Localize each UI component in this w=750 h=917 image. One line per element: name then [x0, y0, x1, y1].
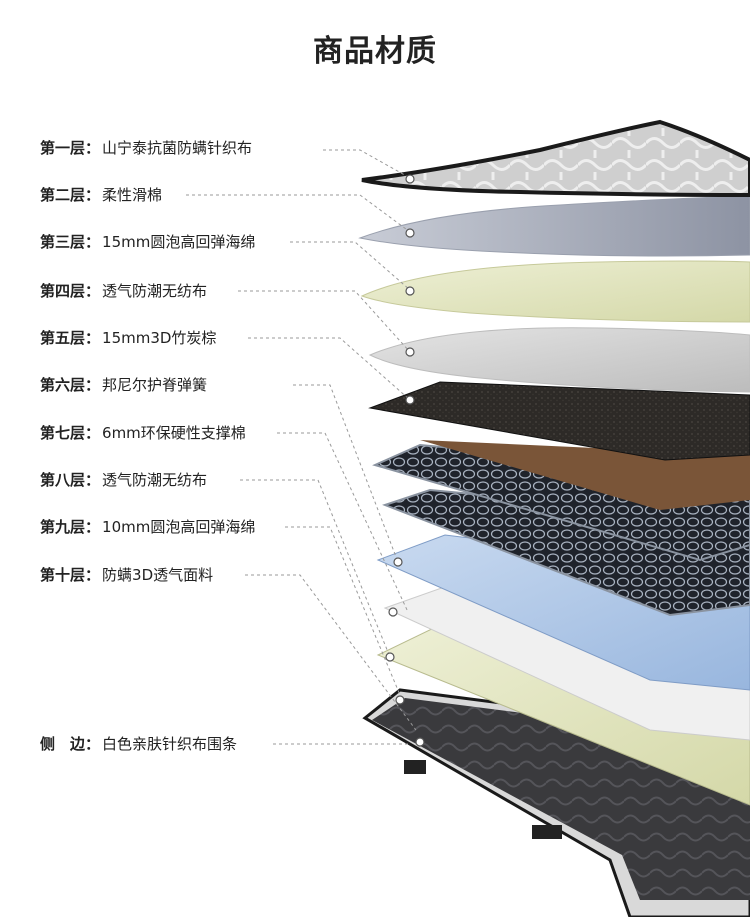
layer-5-shape	[368, 381, 750, 461]
layer-material: 透气防潮无纺布	[102, 471, 208, 489]
layer-material: 15mm3D竹炭棕	[102, 329, 217, 347]
layer-2-shape	[358, 195, 750, 257]
layer-label-4: 第四层：透气防潮无纺布	[40, 282, 208, 300]
layer-4-shape	[368, 327, 750, 393]
layer-number: 第三层	[40, 233, 86, 251]
layer-number: 第五层	[40, 329, 86, 347]
layer-label-side: 侧 边：白色亲肤针织布围条	[40, 735, 238, 753]
layer-number: 第二层	[40, 186, 86, 204]
layer-1-shape	[361, 119, 750, 198]
layer-label-list: 第一层：山宁泰抗菌防螨针织布 第二层：柔性滑棉 第三层：15mm圆泡高回弹海绵 …	[0, 0, 330, 917]
layer-material: 邦尼尔护脊弹簧	[102, 376, 208, 394]
leader-lines	[186, 149, 417, 745]
layer-number: 第四层	[40, 282, 86, 300]
layer-number: 第七层	[40, 424, 86, 442]
page-title: 商品材质	[313, 34, 437, 69]
layer-label-10: 第十层：防螨3D透气面料	[40, 566, 214, 584]
layer-number: 侧 边	[40, 735, 86, 753]
layer-label-3: 第三层：15mm圆泡高回弹海绵	[40, 233, 256, 251]
layer-3-shape	[360, 260, 750, 323]
handle-icon	[404, 760, 426, 774]
layer-number: 第十层	[40, 566, 86, 584]
layer-label-5: 第五层：15mm3D竹炭棕	[40, 329, 217, 347]
handle-icon	[532, 825, 562, 839]
layer-material: 防螨3D透气面料	[102, 566, 214, 584]
marker-dots	[385, 174, 425, 747]
layer-material: 透气防潮无纺布	[102, 282, 208, 300]
layer-material: 15mm圆泡高回弹海绵	[102, 233, 256, 251]
layer-material: 柔性滑棉	[102, 186, 163, 204]
layer-label-8: 第八层：透气防潮无纺布	[40, 471, 208, 489]
layer-label-7: 第七层：6mm环保硬性支撑棉	[40, 424, 246, 442]
layer-material: 白色亲肤针织布围条	[102, 735, 238, 753]
layer-material: 山宁泰抗菌防螨针织布	[102, 139, 253, 157]
layer-label-6: 第六层：邦尼尔护脊弹簧	[40, 376, 208, 394]
layer-label-9: 第九层：10mm圆泡高回弹海绵	[40, 518, 256, 536]
layer-number: 第一层	[40, 139, 86, 157]
layer-number: 第八层	[40, 471, 86, 489]
layer-label-1: 第一层：山宁泰抗菌防螨针织布	[40, 139, 253, 157]
layer-label-2: 第二层：柔性滑棉	[40, 186, 163, 204]
layer-material: 10mm圆泡高回弹海绵	[102, 518, 256, 536]
layer-number: 第六层	[40, 376, 86, 394]
layer-number: 第九层	[40, 518, 86, 536]
layer-material: 6mm环保硬性支撑棉	[102, 424, 246, 442]
